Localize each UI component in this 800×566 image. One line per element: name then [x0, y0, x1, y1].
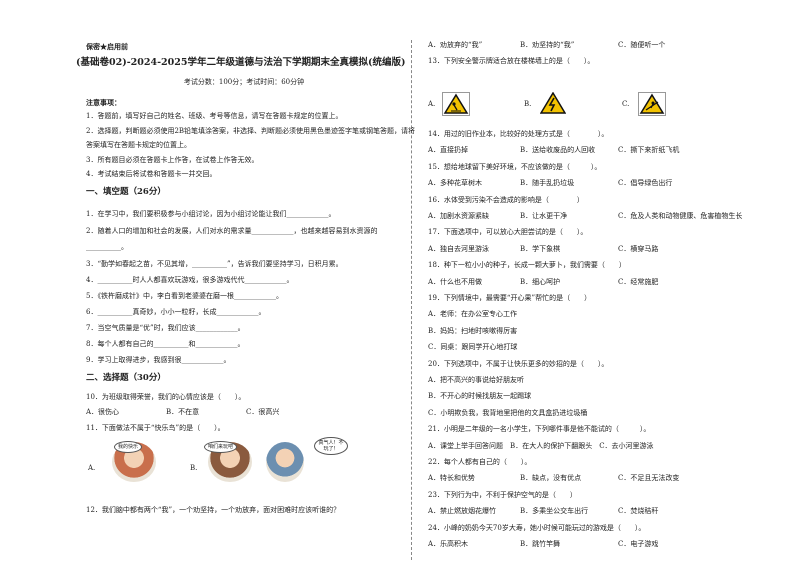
question: 1．在学习中，我们要积极参与小组讨论，因为小组讨论能让我们___________…: [86, 210, 336, 218]
option: C．很高兴: [246, 408, 280, 416]
option: A．直接扔掉: [428, 146, 469, 155]
question: 19．下列情境中，最需要“开心果”帮忙的是（ ）: [428, 294, 592, 302]
option: C．焚烧秸秆: [618, 507, 659, 516]
question: 22．每个人都有自己的（ ）。: [428, 458, 532, 466]
option: C．电子游戏: [618, 540, 659, 548]
option: C．撕下来折纸飞机: [618, 146, 680, 155]
option: A．独自去河里游泳: [428, 244, 490, 253]
option: A．劝放弃的“我”: [428, 41, 483, 49]
children-picture: [266, 442, 304, 482]
option: A．把不高兴的事说给好朋友听: [428, 376, 525, 384]
option: B．多乘坐公交车出行: [520, 507, 589, 516]
note-line: 2．选择题，判断题必须使用2B铅笔填涂答案，非选择、判断题必须使用黑色墨迹签字笔…: [86, 127, 416, 135]
option: C．横穿马路: [618, 244, 659, 253]
notes-heading: 注意事项：: [86, 98, 121, 107]
question: 24．小峰的奶奶今天70岁大寿，她小时候可能玩过的游戏是（ ）。: [428, 523, 646, 532]
question: 13．下列安全警示牌适合放在楼梯墙上的是（ ）。: [428, 57, 595, 66]
right-column: A．劝放弃的“我” B．劝坚持的“我” C．随便听一个 13．下列安全警示牌适合放在楼…: [428, 0, 768, 566]
warning-sign-fall-icon: [638, 92, 666, 116]
question: 7．当空气质量是“优”时，我们应该____________。: [86, 324, 245, 332]
option: A．禁止燃放烟花爆竹: [428, 507, 497, 516]
speech-bubble: 咱们来玩吧: [204, 441, 238, 453]
paper-title: (基础卷02)-2024-2025学年二年级道德与法治下学期期末全真模拟(统编版…: [76, 57, 406, 68]
option: C．随便听一个: [618, 41, 666, 49]
confidential-mark: 保密★启用前: [86, 42, 128, 51]
option: C．小明欺负我，我背地里把他的文具盒扔进垃圾桶: [428, 408, 588, 417]
option: A．老师：在办公室专心工作: [428, 310, 518, 319]
question: 23．下列行为中，不利于保护空气的是（ ）: [428, 490, 577, 499]
question: 5．《铁杵磨成针》中，李白看到老婆婆在磨一根____________。: [86, 292, 283, 300]
option: A．特长和优势: [428, 474, 476, 483]
note-line: 答案填写在答题卡规定的位置上。: [86, 141, 191, 149]
question: 18．种下一粒小小的种子，长成一颗大萝卜，我们需要（ ）: [428, 261, 626, 270]
option: C．倡导绿色出行: [618, 179, 673, 188]
section-choice-heading: 二、选择题（30分）: [86, 373, 166, 383]
option: B.: [190, 464, 198, 472]
option: A．加剧水资源紧缺: [428, 212, 490, 220]
question: 11．下面做法不属于“快乐鸟”的是（ ）。: [86, 424, 225, 432]
question: 10．为班级取得荣誉，我们的心情应该是（ ）。: [86, 393, 246, 401]
option: A．什么也不用做: [428, 277, 483, 286]
section-fill-heading: 一、填空题（26分）: [86, 187, 166, 197]
speech-bubble: 真气人！不玩了！: [314, 437, 348, 455]
option: B．学下象棋: [520, 244, 561, 253]
question: 12．我们脑中都有两个“我”，一个劝坚持，一个劝放弃，面对困难时应该听谁的？: [86, 506, 341, 514]
question: 4．__________时人人都喜欢玩游戏，很多游戏代代____________…: [86, 276, 294, 284]
question: 20．下列选项中，不属于让快乐更多的妙招的是（ ）。: [428, 359, 609, 368]
question: 15．想给地球留下美好环境，不应该做的是（ ）。: [428, 162, 602, 171]
score-time: 考试分数：100分；考试时间：60分钟: [183, 78, 305, 86]
question: 2．随着人口的增加和社会的发展，人们对水的需求量____________，也越来…: [86, 227, 378, 235]
option: A．多种花草树木: [428, 179, 483, 188]
question: 3．“勤学如春起之苗，不见其增，__________”，告诉我们要坚持学习，日积…: [86, 260, 343, 268]
option: C．经常施肥: [618, 277, 659, 286]
column-divider: [411, 40, 412, 560]
option: B．让水更干净: [520, 212, 568, 220]
option: B．缺点，没有优点: [520, 474, 582, 483]
option: A．乐高积木: [428, 540, 469, 548]
note-line: 4．考试结束后将试卷和答题卡一并交回。: [86, 170, 217, 178]
option: C．同桌：跟同学开心地打球: [428, 343, 518, 352]
option: B.: [524, 100, 532, 108]
question: __________。: [86, 243, 128, 251]
option: A.: [428, 100, 436, 108]
option: A．课堂上举手回答问题 B．在大人的保护下翻跟头 C．去小河里游泳: [428, 441, 654, 450]
warning-sign-electric-icon: [539, 91, 567, 114]
left-column: 保密★启用前 (基础卷02)-2024-2025学年二年级道德与法治下学期期末全…: [76, 0, 415, 566]
option: B．随手乱扔垃圾: [520, 179, 575, 188]
question: 14．用过的旧作业本，比较好的处理方式是（ ）。: [428, 130, 609, 138]
option: B．细心呵护: [520, 277, 561, 286]
option: C．不足且无法改变: [618, 474, 680, 483]
question: 16．水体受到污染不会造成的影响是（ ）: [428, 195, 584, 204]
option: B．不开心的时候找朋友一起踢球: [428, 392, 532, 401]
option: B．妈妈：扫地时咳嗽得厉害: [428, 326, 518, 335]
speech-bubble: 我的快乐: [114, 441, 143, 453]
warning-sign-slip-icon: [442, 92, 470, 116]
question: 9．学习上取得进步，我感到很____________。: [86, 356, 231, 364]
option: A.: [88, 464, 96, 472]
option: B．劝坚持的“我”: [520, 41, 575, 49]
option: C．危及人类和动物健康、危害植物生长: [618, 212, 743, 220]
note-line: 1．答题前，填写好自己的姓名、班级、考号等信息，请写在答题卡规定的位置上。: [86, 112, 343, 120]
question: 8．每个人都有自己的__________和____________。: [86, 340, 245, 348]
question: 21．小明是二年级的一名小学生，下列哪件事是他不能试的（ ）。: [428, 425, 651, 434]
option: C.: [622, 100, 630, 108]
option: A．很伤心: [86, 408, 120, 416]
option: B．跳竹竿舞: [520, 540, 561, 548]
question: 17．下面选项中，可以放心大胆尝试的是（ ）。: [428, 228, 588, 237]
question: 6．__________真奇妙，小小一粒籽，长成____________。: [86, 308, 266, 316]
option: B．不在意: [166, 408, 200, 416]
option: B．送给收废品的人回收: [520, 146, 596, 155]
note-line: 3．所有题目必须在答题卡上作答，在试卷上作答无效。: [86, 156, 259, 164]
